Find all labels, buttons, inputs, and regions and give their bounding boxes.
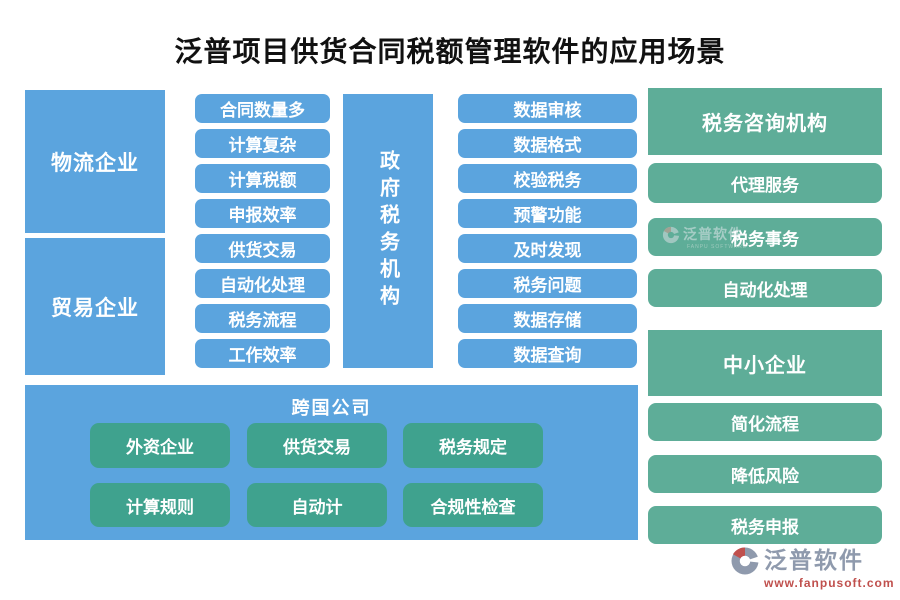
multinational-company-label: 跨国公司 <box>291 398 372 418</box>
feature-tag: 外资企业 <box>90 423 230 468</box>
trade-enterprise-block: 贸易企业 <box>25 238 165 375</box>
feature-tag: 简化流程 <box>648 403 882 441</box>
feature-tag: 申报效率 <box>195 199 330 228</box>
feature-tag: 计算复杂 <box>195 129 330 158</box>
logistics-enterprise-block: 物流企业 <box>25 90 165 233</box>
multinational-company-block: 跨国公司 外资企业 供货交易 税务规定 计算规则 自动计 合规性检查 <box>25 385 638 540</box>
fanpu-brand-text: 泛普软件 <box>764 548 864 573</box>
fanpu-logo: 泛普软件 www.fanpusoft.com <box>730 546 895 592</box>
feature-tag: 合同数量多 <box>195 94 330 123</box>
feature-tag: 税务申报 <box>648 506 882 544</box>
fanpu-url: www.fanpusoft.com <box>764 576 895 590</box>
fanpu-watermark: 泛普软件 FANPU SOFTWARE <box>662 226 758 256</box>
fanpu-logo-icon <box>730 546 760 576</box>
feature-tag: 数据查询 <box>458 339 637 368</box>
left-feature-column: 合同数量多 计算复杂 计算税额 申报效率 供货交易 自动化处理 税务流程 工作效… <box>195 94 330 368</box>
watermark-sub-text: FANPU SOFTWARE <box>687 244 748 250</box>
feature-tag: 校验税务 <box>458 164 637 193</box>
feature-tag: 供货交易 <box>195 234 330 263</box>
government-tax-authority-label: 政府税务机构 <box>376 150 399 312</box>
feature-tag: 税务流程 <box>195 304 330 333</box>
feature-tag: 自动化处理 <box>648 269 882 307</box>
feature-tag: 自动化处理 <box>195 269 330 298</box>
feature-tag: 降低风险 <box>648 455 882 493</box>
feature-tag: 数据审核 <box>458 94 637 123</box>
feature-tag: 供货交易 <box>247 423 387 468</box>
watermark-brand-text: 泛普软件 <box>683 227 743 243</box>
feature-tag: 数据格式 <box>458 129 637 158</box>
feature-tag: 计算税额 <box>195 164 330 193</box>
feature-tag: 数据存储 <box>458 304 637 333</box>
sme-block: 中小企业 <box>648 330 882 396</box>
tax-consulting-agency-block: 税务咨询机构 <box>648 88 882 155</box>
feature-tag: 计算规则 <box>90 483 230 527</box>
feature-tag: 及时发现 <box>458 234 637 263</box>
government-tax-authority-block: 政府税务机构 <box>343 94 433 368</box>
center-feature-column: 数据审核 数据格式 校验税务 预警功能 及时发现 税务问题 数据存储 数据查询 <box>458 94 637 368</box>
feature-tag: 税务事务 <box>648 218 882 256</box>
feature-tag: 自动计 <box>247 483 387 527</box>
feature-tag: 代理服务 <box>648 163 882 203</box>
feature-tag: 工作效率 <box>195 339 330 368</box>
page-title: 泛普项目供货合同税额管理软件的应用场景 <box>174 37 726 68</box>
feature-tag: 合规性检查 <box>403 483 543 527</box>
feature-tag: 税务规定 <box>403 423 543 468</box>
fanpu-logo-icon <box>662 226 680 244</box>
feature-tag: 预警功能 <box>458 199 637 228</box>
feature-tag: 税务问题 <box>458 269 637 298</box>
